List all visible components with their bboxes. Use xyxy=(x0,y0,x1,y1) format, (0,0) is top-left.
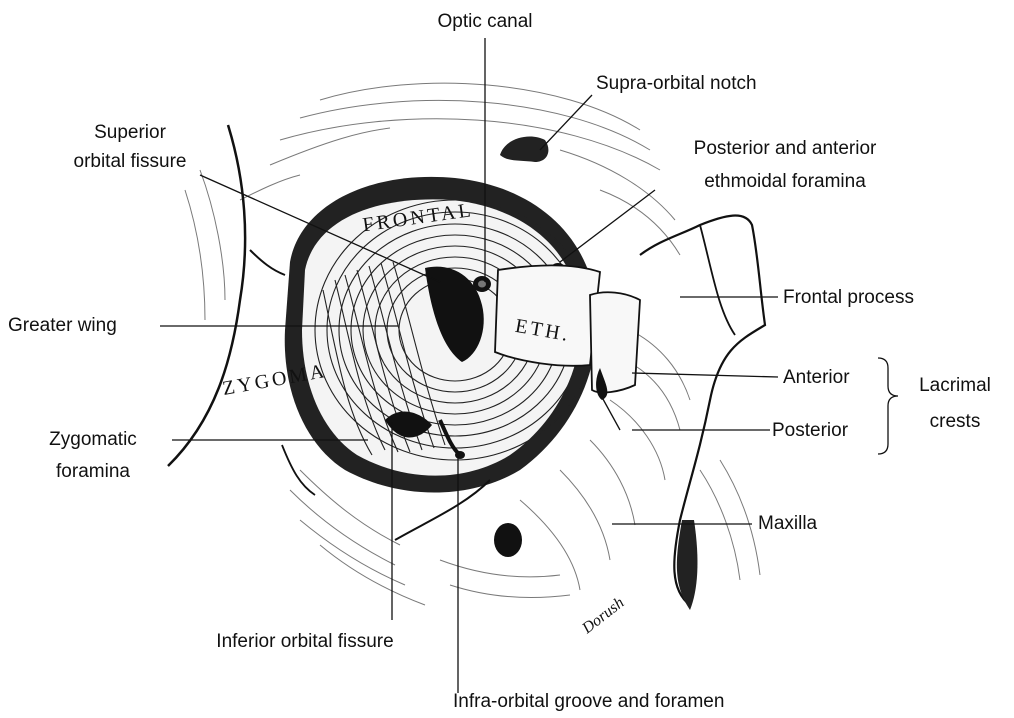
frontal-process-outline xyxy=(640,216,765,605)
zygoma-lower-edge xyxy=(282,445,315,495)
leader-posterior-diag xyxy=(598,390,620,430)
leader-supraorbital-notch xyxy=(540,95,592,150)
label-lacrimal-crests-line1: Lacrimal xyxy=(900,374,1010,397)
label-anterior: Anterior xyxy=(783,366,850,389)
leader-anterior xyxy=(632,373,778,377)
label-infraorbital-groove: Infra-orbital groove and foramen xyxy=(453,690,724,713)
zygoma-outline xyxy=(168,125,245,466)
label-superior-orbital-fissure-line2: orbital fissure xyxy=(40,150,220,173)
ethmoid-plate xyxy=(495,265,600,365)
infraorbital-groove-end xyxy=(455,451,465,459)
frontal-process-inner xyxy=(700,225,735,335)
label-optic-canal: Optic canal xyxy=(405,10,565,33)
label-ethmoidal-foramina-line2: ethmoidal foramina xyxy=(650,170,920,193)
label-frontal-process: Frontal process xyxy=(783,286,914,309)
leader-ethmoidal-foramina xyxy=(560,190,655,262)
nasal-margin xyxy=(677,520,698,610)
artist-signature: Dorush xyxy=(578,594,627,638)
infraorbital-foramen-shape xyxy=(494,523,522,557)
label-supraorbital-notch: Supra-orbital notch xyxy=(596,72,757,95)
label-greater-wing: Greater wing xyxy=(8,314,117,337)
label-posterior: Posterior xyxy=(772,419,848,442)
lacrimal-brace xyxy=(878,358,898,454)
label-ethmoidal-foramina-line1: Posterior and anterior xyxy=(650,137,920,160)
label-zygomatic-foramina-line2: foramina xyxy=(18,460,168,483)
label-superior-orbital-fissure-line1: Superior xyxy=(40,121,220,144)
label-inferior-orbital-fissure: Inferior orbital fissure xyxy=(180,630,430,653)
label-maxilla: Maxilla xyxy=(758,512,817,535)
label-zygomatic-foramina-line1: Zygomatic xyxy=(18,428,168,451)
zygomatic-suture xyxy=(250,250,285,275)
label-lacrimal-crests-line2: crests xyxy=(900,410,1010,433)
